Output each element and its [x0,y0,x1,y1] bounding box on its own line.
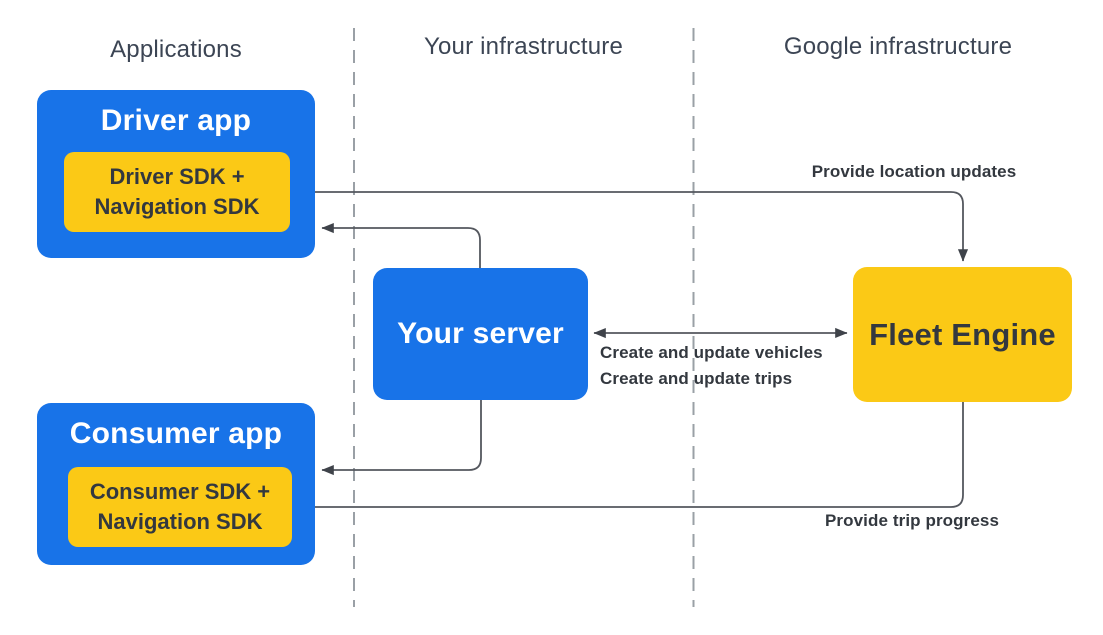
your-server-node: Your server [373,268,588,400]
edge-trip-progress-arrow [298,402,964,513]
edge-location-updates-arrow [290,191,969,262]
edge-label-trip-progress: Provide trip progress [824,511,1000,530]
edge-label-location-updates: Provide location updates [811,162,1017,181]
fleet-engine-node: Fleet Engine [853,267,1072,402]
column-header-your-infrastructure: Your infrastructure [423,33,623,60]
column-header-applications: Applications [110,36,242,63]
column-header-google-infrastructure: Google infrastructure [783,33,1013,60]
edge-label-create-update-trips: Create and update trips [600,369,793,388]
driver-sdk-line1: Driver SDK + [109,164,245,190]
consumer-app-title: Consumer app [69,417,283,450]
edge-label-server-fleet: Create and update vehicles Create and up… [600,340,860,392]
your-server-title: Your server [397,317,564,350]
driver-sdk-box: Driver SDK + Navigation SDK [64,152,290,232]
consumer-app-node: Consumer app Consumer SDK + Navigation S… [37,403,315,565]
driver-app-node: Driver app Driver SDK + Navigation SDK [37,90,315,258]
edge-server-to-consumer-app-arrow [321,400,482,476]
fleet-engine-title: Fleet Engine [869,316,1056,352]
driver-sdk-line2: Navigation SDK [94,194,260,219]
consumer-sdk-line1: Consumer SDK + [89,479,271,505]
consumer-sdk-line2: Navigation SDK [97,509,263,534]
consumer-sdk-box: Consumer SDK + Navigation SDK [68,467,292,547]
edge-server-to-driver-app-arrow [321,222,481,268]
driver-app-title: Driver app [100,104,252,137]
edge-label-create-update-vehicles: Create and update vehicles [600,343,823,362]
